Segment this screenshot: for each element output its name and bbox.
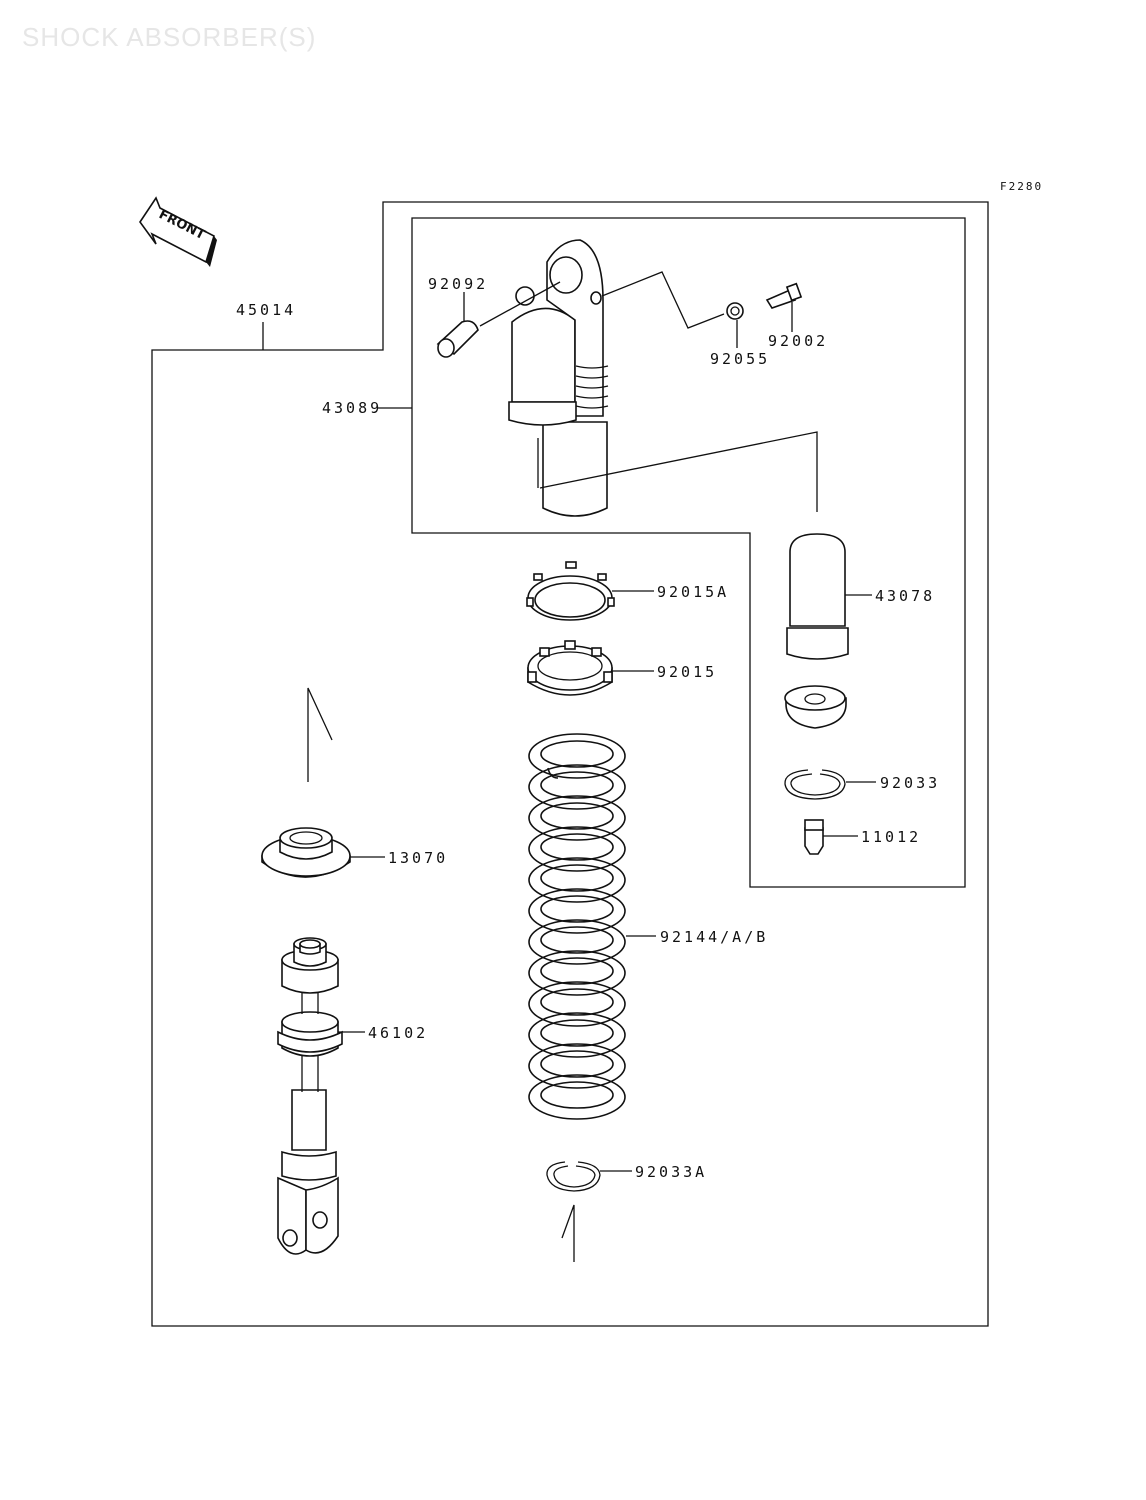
figure-code: F2280	[1000, 180, 1043, 193]
piston-rod-46102: 46102	[277, 937, 428, 1255]
label-92144: 92144/A/B	[660, 928, 768, 946]
valve-11012: 11012	[804, 819, 921, 855]
assembly-frame-45014	[151, 201, 989, 1327]
spring-92144: 92144/A/B	[528, 733, 768, 1120]
spring-coil-outer	[528, 888, 626, 934]
spring-coil-inner	[540, 1081, 614, 1109]
label-92092: 92092	[428, 275, 488, 293]
label-92033: 92033	[880, 774, 940, 792]
spring-coil-inner	[540, 957, 614, 985]
label-92055: 92055	[710, 350, 770, 368]
spring-coil-inner	[540, 1019, 614, 1047]
adjuster-nut-92015: 92015	[527, 640, 717, 696]
diagram-title: SHOCK ABSORBER(S)	[22, 22, 316, 52]
shock-body	[508, 239, 609, 517]
spring-coil-outer	[528, 795, 626, 841]
bolt-92002: 92002	[765, 282, 828, 350]
front-arrow-icon: FRONT	[139, 196, 217, 267]
label-92002: 92002	[768, 332, 828, 350]
reservoir-cap	[784, 685, 847, 729]
spring-coil-outer	[528, 733, 626, 779]
spring-coil-inner	[540, 1050, 614, 1078]
spring-coil-inner	[540, 895, 614, 923]
label-92033a: 92033A	[635, 1163, 707, 1181]
assembly-frame-43089	[411, 217, 966, 888]
spring-coil-outer	[528, 1043, 626, 1089]
label-13070: 13070	[388, 849, 448, 867]
spring-coil-outer	[528, 857, 626, 903]
circlip-92033a: 92033A	[546, 1161, 707, 1192]
spring-coil-outer	[528, 919, 626, 965]
spring-coil-inner	[540, 771, 614, 799]
label-45014: 45014	[236, 301, 296, 319]
spring-coil-inner	[540, 864, 614, 892]
spring-coil-inner	[540, 740, 614, 768]
collar-92092: 92092	[428, 275, 561, 358]
o-ring-92055: 92055	[601, 271, 770, 368]
direction-marker-bottom	[561, 1204, 575, 1262]
spring-coil-inner	[540, 988, 614, 1016]
label-92015: 92015	[657, 663, 717, 681]
label-92015a: 92015A	[657, 583, 729, 601]
spring-coil-outer	[528, 1012, 626, 1058]
lock-nut-92015a: 92015A	[526, 561, 729, 621]
spring-coil-outer	[528, 981, 626, 1027]
label-11012: 11012	[861, 828, 921, 846]
spring-coil-inner	[540, 833, 614, 861]
spring-coil-outer	[528, 950, 626, 996]
washer-13070: 13070	[261, 827, 448, 878]
label-43078: 43078	[875, 587, 935, 605]
direction-marker-left	[307, 687, 333, 782]
spring-coil-inner	[540, 926, 614, 954]
label-46102: 46102	[368, 1024, 428, 1042]
spring-coil-outer	[528, 826, 626, 872]
circlip-92033: 92033	[784, 769, 940, 800]
label-43089: 43089	[322, 399, 382, 417]
spring-end-hook	[547, 767, 559, 779]
reservoir-43078: 43078	[786, 533, 935, 660]
spring-coil-outer	[528, 1074, 626, 1120]
spring-coil-inner	[540, 802, 614, 830]
spring-coil-outer	[528, 764, 626, 810]
